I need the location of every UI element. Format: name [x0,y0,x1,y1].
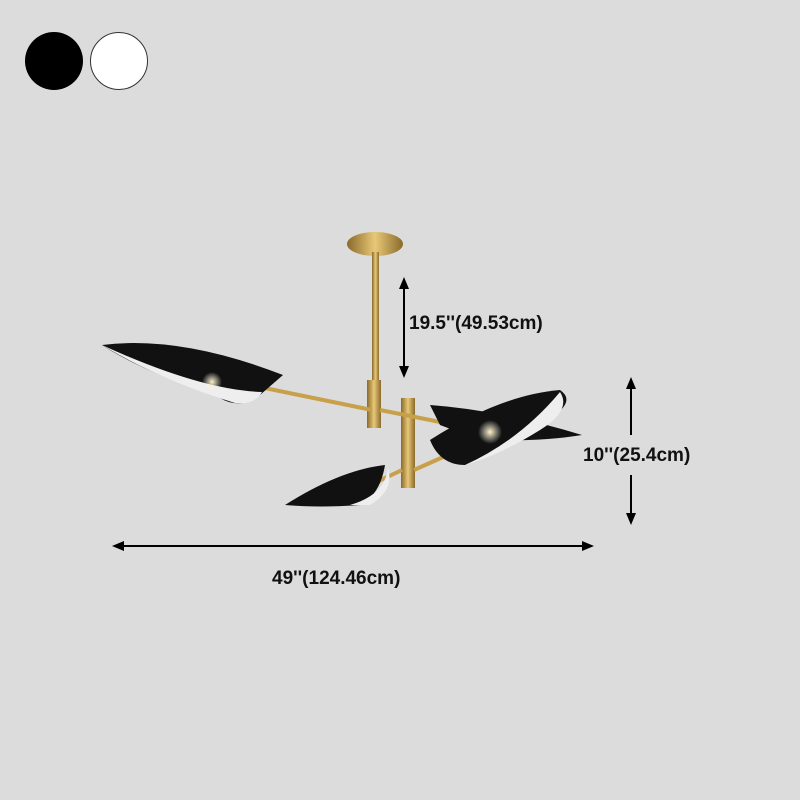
chandelier [102,232,582,507]
height-label: 10''(25.4cm) [583,445,691,466]
width-label: 49''(124.46cm) [272,568,401,589]
drop-length-label: 19.5''(49.53cm) [409,313,543,334]
dimension-arrows [112,277,636,551]
color-swatch-black[interactable] [25,32,83,90]
color-swatch-white[interactable] [90,32,148,90]
